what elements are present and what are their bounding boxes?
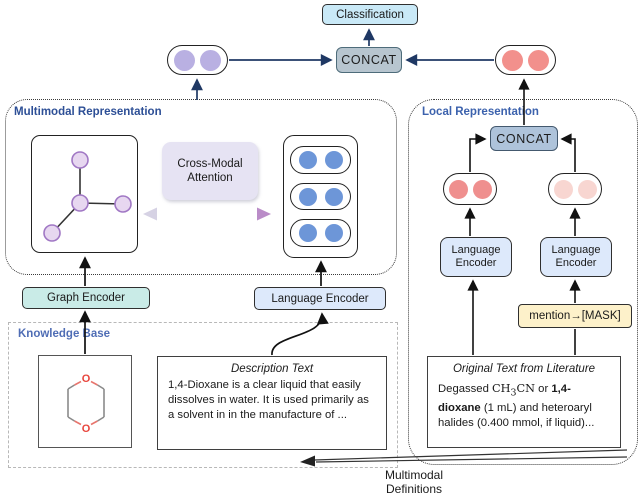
literature-body: Degassed CH3CN or 1,4-dioxane (1 mL) and… (428, 375, 620, 432)
graph-node (71, 194, 89, 212)
literature-text-segment: (1 mL) and heteroaryl halides (0.400 mmo… (438, 401, 595, 430)
text-token-dot (324, 224, 343, 243)
classification-box: Classification (322, 4, 418, 25)
context-token-dot (553, 179, 573, 199)
token-row (290, 182, 351, 211)
token-row (290, 219, 351, 248)
dioxane-molecule-drawing: O O (67, 373, 105, 435)
mention-token-dot (472, 179, 492, 199)
text-token-dot (324, 150, 343, 169)
text-token-dot (298, 187, 317, 206)
oxygen-atom-label: O (82, 373, 91, 385)
molecular-graph-visualization (43, 151, 132, 242)
molecular-graph-frame (31, 135, 138, 253)
context-token-dot (577, 179, 597, 199)
formula-subscript: 3 (510, 387, 517, 399)
footer-line1: Multimodal (384, 468, 444, 482)
language-encoder-box-local-right: Language Encoder (540, 237, 612, 277)
mention-token-dot (448, 179, 468, 199)
concat-box-global: CONCAT (336, 47, 402, 73)
chemical-formula: CH3CN (492, 382, 536, 399)
graph-encoder-box: Graph Encoder (22, 287, 150, 309)
cross-modal-attention-box: Cross-Modal Attention (162, 142, 258, 200)
description-title: Description Text (230, 363, 314, 375)
description-text-box: Description Text 1,4-Dioxane is a clear … (157, 356, 387, 450)
oxygen-atom-label: O (82, 423, 91, 435)
local-section-title: Local Representation (422, 106, 539, 118)
cross-modal-attention-label: Cross-Modal Attention (177, 158, 243, 184)
multimodal-definitions-label: Multimodal Definitions (353, 468, 475, 496)
multimodal-section-title: Multimodal Representation (14, 106, 162, 118)
language-encoder-box-local-left: Language Encoder (440, 237, 512, 277)
entity-mention-bold: 1,4-dioxane (438, 383, 571, 414)
graph-token-dot (200, 49, 221, 71)
local-representation-section (408, 99, 638, 465)
literature-text-segment: or (535, 383, 552, 395)
graph-token-dot (174, 49, 195, 71)
multimodal-representation-section (5, 99, 397, 275)
footer-line2: Definitions (385, 482, 443, 496)
text-token-dot (324, 187, 343, 206)
molecule-structure-box: O O (38, 355, 132, 448)
literature-title: Original Text from Literature (452, 363, 596, 375)
mention-token-pill (443, 173, 497, 205)
global-text-token-pill (495, 45, 556, 75)
formula-main: CH (492, 382, 511, 395)
knowledge-base-title: Knowledge Base (18, 328, 111, 340)
token-row (290, 146, 351, 174)
text-tokens-frame (283, 135, 358, 258)
formula-tail: CN (516, 382, 536, 395)
text-token-dot (298, 150, 317, 169)
concat-box-local: CONCAT (490, 126, 558, 151)
knowledge-base-section (8, 322, 398, 468)
language-encoder-label: Language Encoder (451, 244, 501, 269)
text-token-dot (298, 224, 317, 243)
text-token-dot (528, 49, 549, 71)
literature-text-segment: Degassed (438, 383, 493, 395)
context-token-pill (548, 173, 602, 205)
global-graph-token-pill (167, 45, 228, 75)
graph-node (114, 195, 132, 213)
graph-node (71, 151, 89, 169)
graph-node (43, 224, 61, 242)
mention-mask-box: mention→[MASK] (518, 304, 632, 328)
literature-text-box: Original Text from Literature Degassed C… (427, 356, 621, 448)
language-encoder-label: Language Encoder (551, 244, 601, 269)
text-token-dot (502, 49, 523, 71)
language-encoder-box-multimodal: Language Encoder (254, 287, 386, 310)
description-body: 1,4-Dioxane is a clear liquid that easil… (168, 379, 369, 421)
